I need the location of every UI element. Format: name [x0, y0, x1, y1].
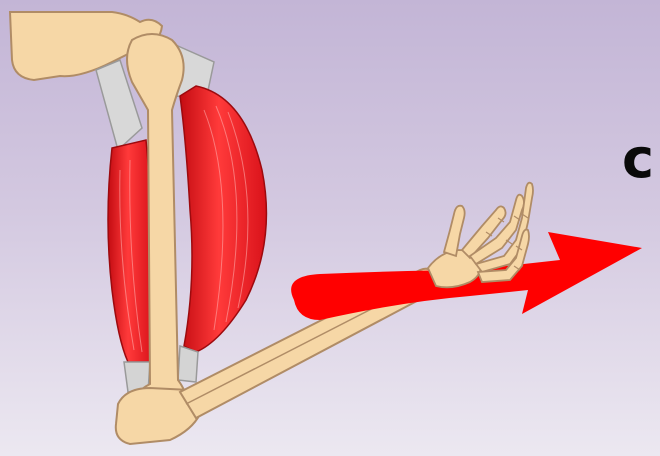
caption-text-fragment: c — [622, 132, 654, 186]
hand-bones — [428, 183, 533, 288]
elbow-tendon — [178, 346, 198, 382]
